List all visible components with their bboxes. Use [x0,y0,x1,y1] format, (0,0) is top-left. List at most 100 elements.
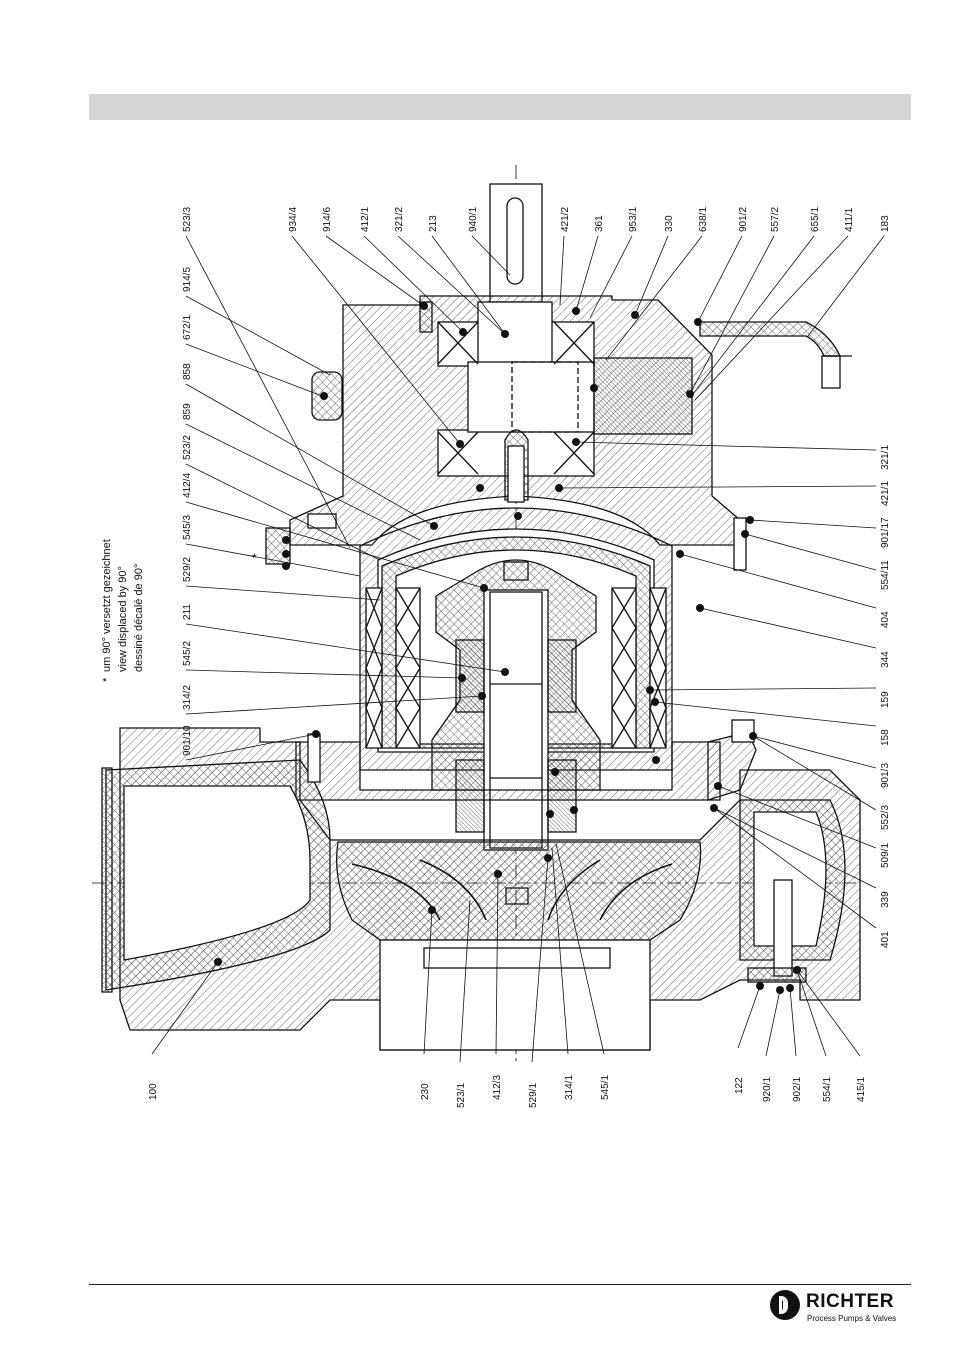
leader-line [796,969,827,1057]
part-label-top: 314/2 [182,685,193,710]
leader-line [789,987,797,1057]
leader-lines [151,235,885,1063]
leader-line [431,235,506,335]
part-label-right: 509/1 [880,843,891,868]
part-label-bottom: 554/1 [822,1077,833,1102]
logo-tagline: Process Pumps & Valves [807,1314,897,1323]
leader-line [185,235,351,549]
part-label-top: 361 [594,215,605,232]
leader-line [459,899,471,1063]
note-line-3: dessiné décalé de 90° [133,564,145,672]
note-marker-drawing: * [252,551,257,565]
part-label-top: 638/1 [698,207,709,232]
part-label-bottom: 100 [148,1083,159,1100]
part-label-right: 552/3 [880,805,891,830]
part-label-bottom: 529/1 [528,1083,539,1108]
part-label-top: 411/1 [844,207,855,232]
leader-line [605,235,703,361]
part-label-bottom: 920/1 [762,1077,773,1102]
leader-line [749,519,877,529]
part-label-right: 401 [880,931,891,948]
part-label-right: 344 [880,651,891,668]
leader-line [185,423,421,541]
part-label-top: 523/2 [182,435,193,460]
leader-line [397,235,506,335]
leader-line [291,235,461,445]
note-marker: * [101,677,113,682]
part-label-top: 529/2 [182,557,193,582]
part-label-top: 523/3 [182,207,193,232]
footer-rule [89,1284,911,1285]
leader-line [689,235,775,395]
leader-line [185,695,483,715]
leader-line [689,235,815,399]
leader-line [634,235,669,316]
leader-line [807,235,885,337]
leader-line [185,295,331,376]
leader-line [185,383,435,527]
part-label-right: 339 [880,891,891,908]
part-label-right: 321/1 [880,445,891,470]
leader-line [744,533,877,571]
part-label-top: 901/10 [182,725,193,756]
richter-logo: RICHTER Process Pumps & Valves [770,1289,910,1329]
part-label-top: 213 [428,215,439,232]
part-label-top: 545/3 [182,515,193,540]
part-label-bottom: 415/1 [856,1077,867,1102]
leader-line [559,235,565,306]
leader-line [185,343,323,397]
part-label-right: 404 [880,611,891,628]
leader-line [423,909,433,1055]
part-label-right: 158 [880,729,891,746]
part-label-top: 412/4 [182,473,193,498]
leader-line [185,669,463,679]
leader-line [325,235,425,307]
part-label-bottom: 230 [420,1083,431,1100]
part-label-right: 901/3 [880,763,891,788]
part-label-top: 557/2 [770,207,781,232]
leader-line [717,785,877,849]
part-label-top: 914/6 [322,207,333,232]
part-label-top: 211 [182,604,193,620]
leader-line [694,235,849,401]
part-label-top: 914/5 [182,267,193,292]
header-bar [89,94,911,120]
leader-line [575,441,877,451]
leader-line [185,463,381,561]
leader-line [699,607,877,649]
leader-line [551,847,569,1055]
part-label-top: 934/4 [288,207,299,232]
leader-line [713,807,877,929]
leader-line [737,985,761,1049]
leader-line [697,235,743,323]
leader-line [363,235,464,333]
leader-line [765,989,781,1057]
part-label-top: 183 [880,215,891,232]
part-label-right: 554/11 [880,560,891,590]
part-label-top: 953/1 [628,207,639,232]
leader-line [752,735,877,811]
leader-line [185,543,361,577]
part-label-bottom: 122 [734,1077,745,1094]
part-label-top: 412/1 [360,207,371,232]
leader-line [185,623,506,673]
leader-line [185,733,317,761]
pump-body-outline [92,165,861,1065]
part-label-bottom: 314/1 [564,1075,575,1100]
part-label-top: 858 [182,363,193,380]
logo-name: RICHTER [806,1291,894,1312]
part-label-bottom: 902/1 [792,1077,803,1102]
part-label-top: 672/1 [182,315,193,340]
leader-line [679,553,877,609]
part-label-top: 940/1 [468,207,479,232]
leader-line [752,735,877,769]
leader-line [713,807,877,889]
note-line-2: view displaced by 90° [117,566,129,672]
leader-line [796,969,861,1057]
leader-line [531,857,549,1063]
leader-line [151,961,219,1055]
part-label-top: 545/2 [182,641,193,666]
part-label-top: 901/2 [738,207,749,232]
leader-line [185,585,381,601]
part-label-right: 901/17 [880,517,891,548]
